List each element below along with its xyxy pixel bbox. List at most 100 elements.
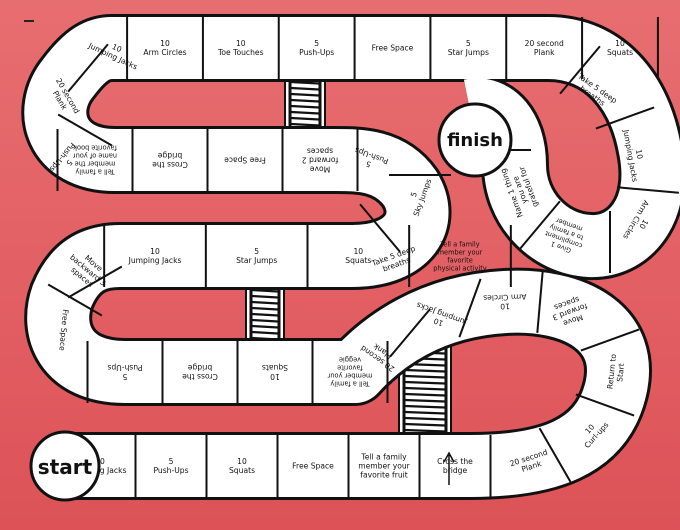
bridge-plank	[251, 294, 279, 299]
space-label: 10	[432, 316, 444, 328]
space-label: Tell a family	[439, 240, 479, 248]
bridge-plank	[404, 398, 446, 403]
space-label: 10	[634, 149, 645, 160]
bridge-plank	[404, 368, 446, 373]
space-label: Plank	[534, 48, 555, 57]
bridge-plank	[251, 318, 279, 323]
space-divider	[47, 283, 103, 317]
bridge-plank	[404, 374, 446, 379]
space-label: 20 second	[525, 39, 564, 48]
space-label: Push-Ups	[107, 363, 142, 372]
space-divider	[536, 271, 544, 333]
space-label: 5	[365, 159, 373, 169]
space-label: 10	[637, 218, 650, 231]
space-label: Free Space	[57, 309, 70, 352]
space-label: Free Space	[372, 44, 414, 53]
space-label: Cross the	[152, 160, 188, 169]
finish-label: finish	[447, 130, 503, 151]
bridge-plank	[290, 104, 320, 109]
bridge-plank	[404, 386, 446, 391]
space-label: 5	[466, 39, 471, 48]
space-label: bridge	[187, 363, 212, 372]
bridge-plank	[251, 330, 279, 335]
space-label: spaces	[307, 146, 333, 155]
space-label: 10	[353, 247, 363, 256]
finish-circle: finish	[437, 102, 513, 178]
space-label: Star Jumps	[236, 256, 277, 265]
space-divider	[359, 203, 401, 253]
space-label: bridge	[443, 466, 468, 475]
space-label: favorite	[447, 256, 472, 264]
space-label: Cross the	[437, 457, 473, 466]
bridge-plank	[290, 122, 320, 127]
space-label: 5	[314, 39, 319, 48]
space-label: 10	[500, 302, 510, 311]
space-label: name of your	[73, 152, 117, 160]
bridge-plank	[290, 116, 320, 121]
corner-dash	[24, 20, 34, 22]
space-label: veggie	[339, 356, 361, 364]
space-label: 5	[254, 247, 259, 256]
bridge-plank	[290, 98, 320, 103]
bridge-plank	[404, 410, 446, 415]
space-label: favorite book	[73, 144, 117, 152]
space-label: Push-Ups	[153, 466, 188, 475]
bridge-plank	[290, 92, 320, 97]
space-label: bridge	[157, 151, 182, 160]
space-label: physical activity	[433, 264, 487, 272]
space-divider	[57, 113, 113, 147]
space-divider	[538, 427, 572, 483]
bridge-plank	[251, 300, 279, 305]
space-label: 5	[409, 191, 419, 199]
bridge-plank	[404, 404, 446, 409]
bridge-plank	[404, 428, 446, 433]
space-label: 10	[236, 39, 246, 48]
space-label: Free Space	[292, 462, 334, 471]
start-circle: start	[29, 430, 101, 502]
space-label: Move	[309, 164, 330, 173]
space-label: 5	[122, 372, 127, 381]
space-divider	[389, 308, 431, 358]
space-label: favorite	[337, 364, 362, 372]
space-label: member your	[327, 372, 372, 380]
space-label: Squats	[229, 466, 255, 475]
space-label: Return to	[605, 353, 618, 389]
space-label: favorite fruit	[360, 471, 407, 480]
bridge-plank	[404, 422, 446, 427]
bridge-plank	[251, 288, 279, 293]
start-label: start	[38, 455, 93, 479]
space-label: Free Space	[224, 155, 266, 164]
space-divider	[580, 328, 640, 352]
bridge-plank	[251, 324, 279, 329]
space-label: Star Jumps	[448, 48, 489, 57]
space-label: 10	[111, 42, 124, 54]
space-label: 5	[64, 158, 74, 168]
space-divider	[617, 186, 679, 194]
space-label: Cross the	[182, 372, 218, 381]
bridge-plank	[290, 80, 320, 85]
space-label: 10	[270, 372, 280, 381]
space-divider	[458, 278, 482, 338]
space-divider	[67, 43, 109, 93]
space-label: Jumping Jacks	[128, 256, 182, 265]
space-label: 10	[615, 39, 625, 48]
bridge-plank	[290, 86, 320, 91]
space-28: Free Space	[224, 155, 266, 164]
space-label: Toe Touches	[217, 48, 264, 57]
